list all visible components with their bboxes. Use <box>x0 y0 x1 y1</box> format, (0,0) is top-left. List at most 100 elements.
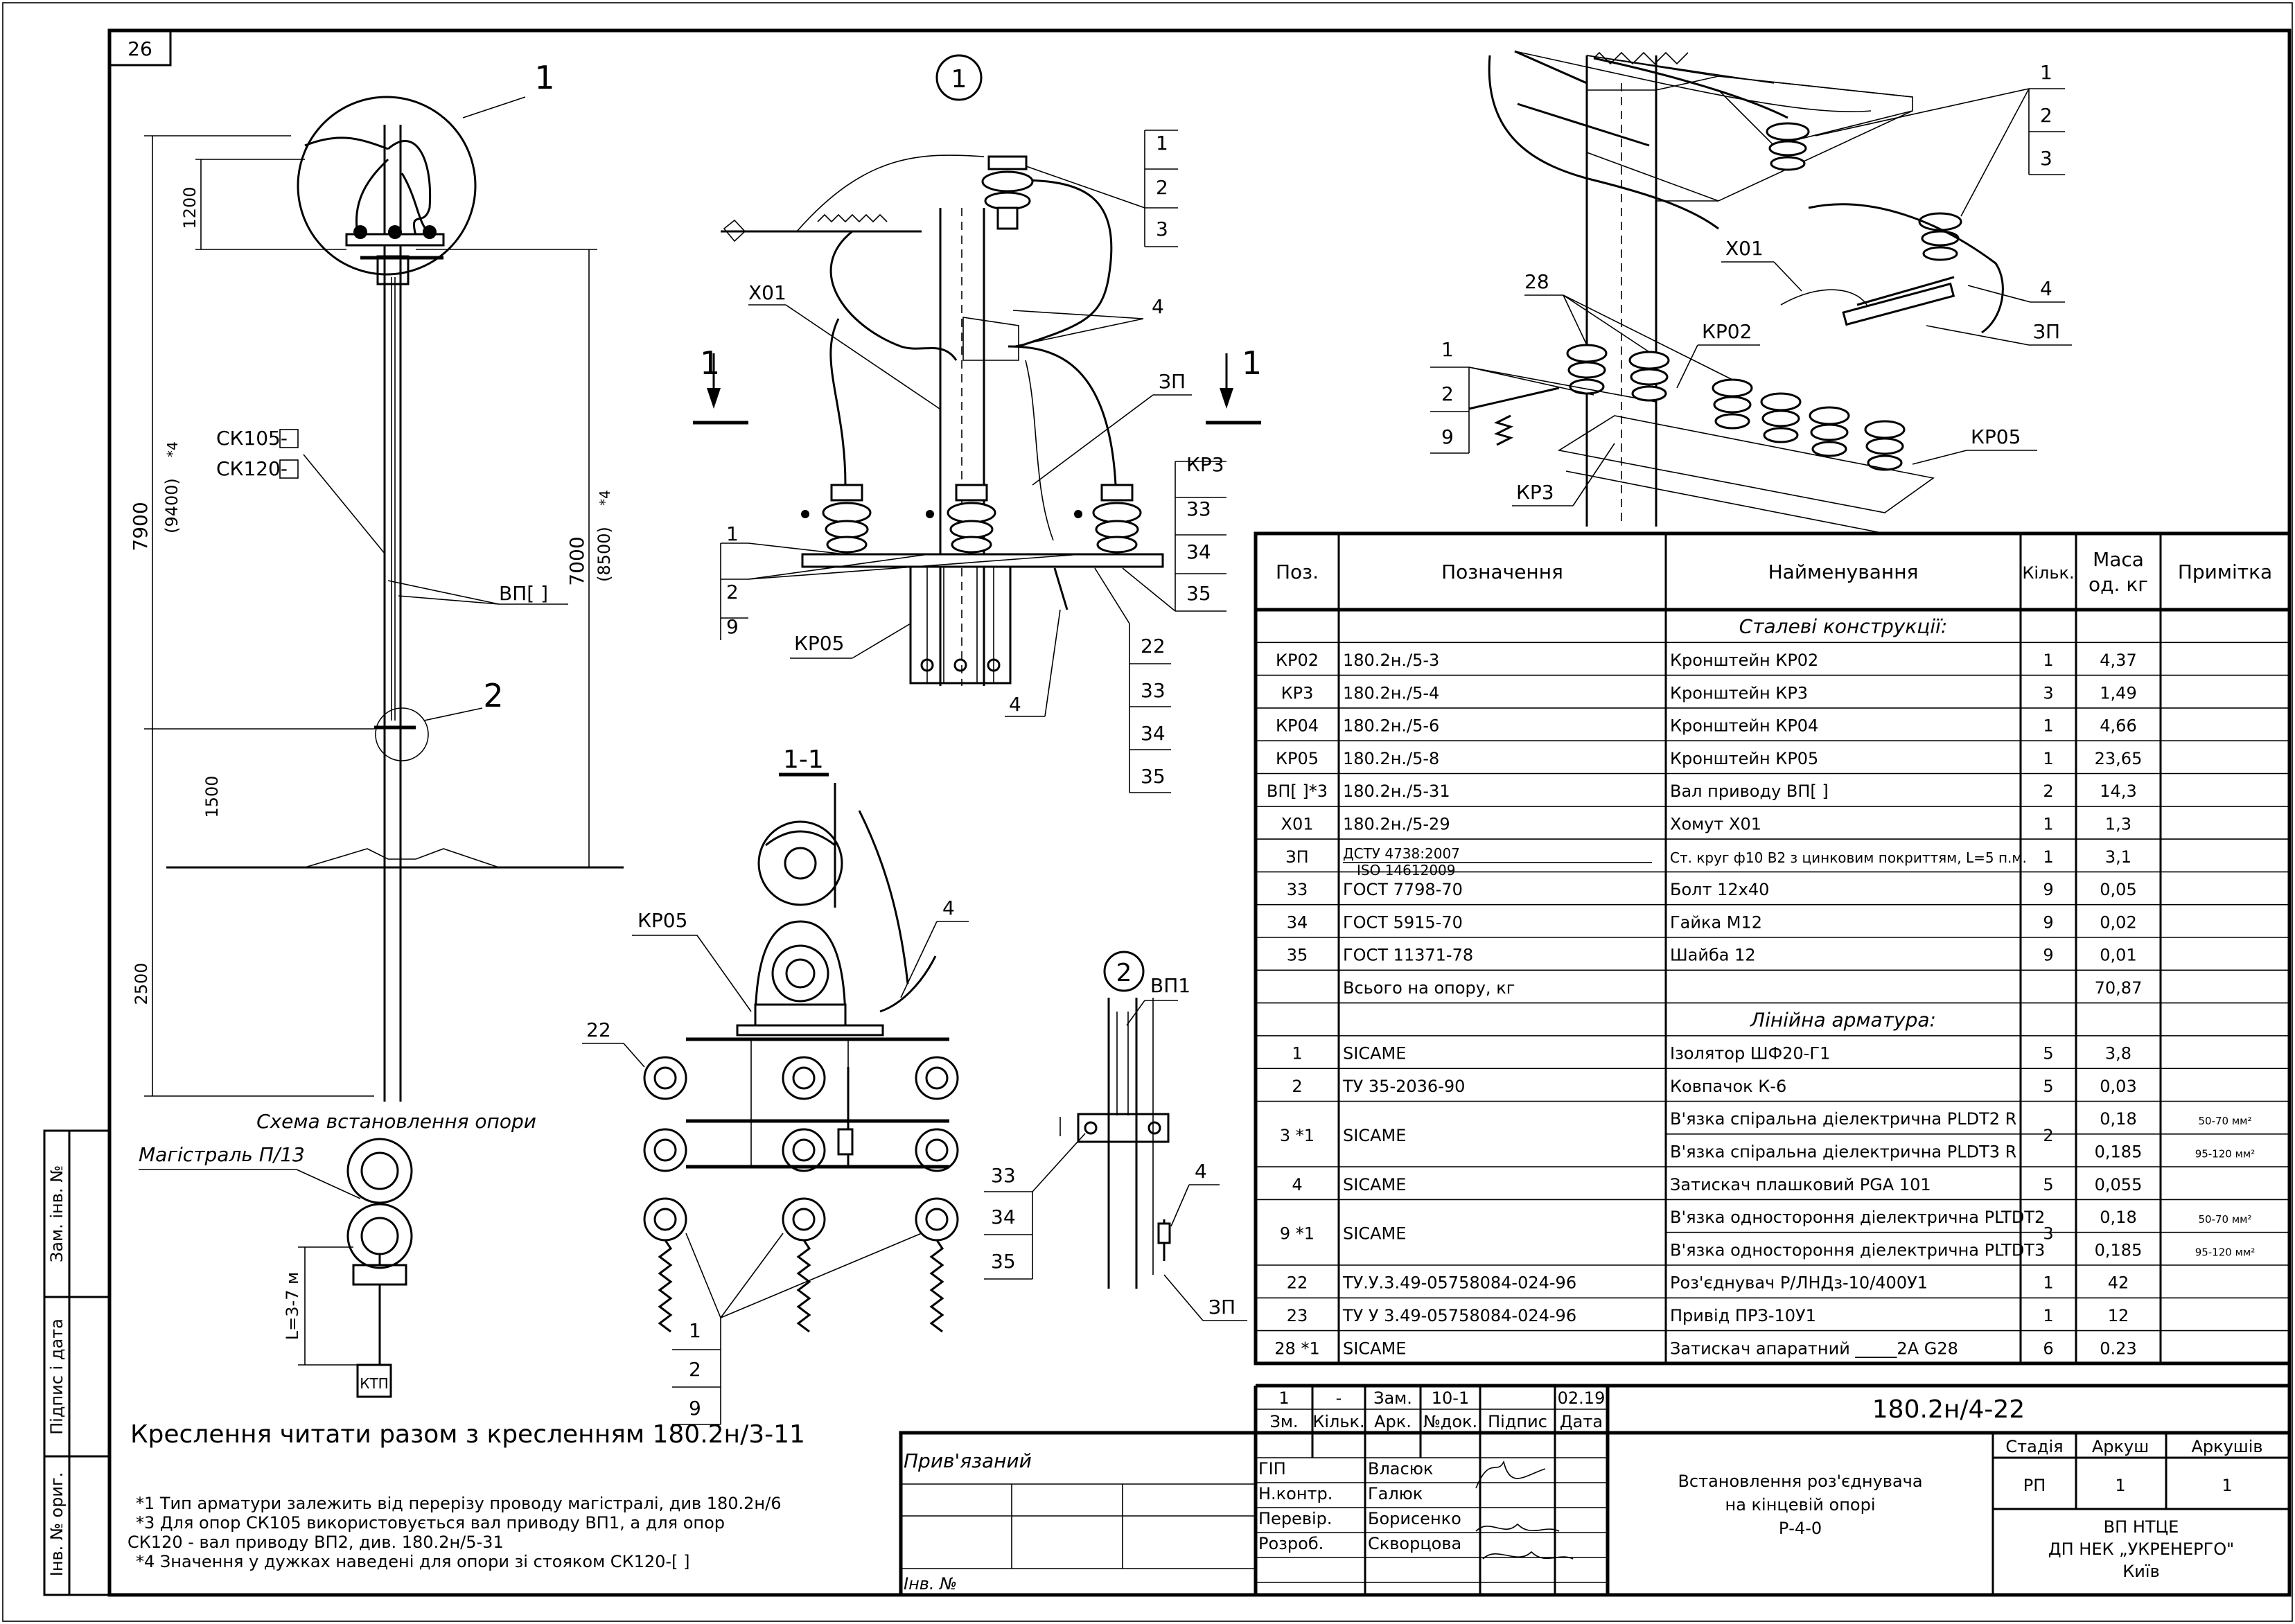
iso-label-m2: 2 <box>1441 382 1454 405</box>
spec-designation: SICAME <box>1343 1126 1406 1145</box>
spec-name: В'язка спіральна діелектрична PLDT2 R <box>1670 1109 2016 1129</box>
person-name: Власюк <box>1368 1459 1433 1479</box>
spec-section-title: Сталеві конструкції: <box>1739 615 1948 638</box>
spec-designation: ГОСТ 5915-70 <box>1343 912 1463 932</box>
v2-label-33: 33 <box>991 1164 1016 1187</box>
spec-mass: 23,65 <box>2095 749 2143 768</box>
spec-name: В'язка спіральна діелектрична PLDT3 R <box>1670 1142 2016 1161</box>
spec-pos: ВП[ ]*3 <box>1267 782 1328 801</box>
spec-mass: 3,8 <box>2105 1044 2131 1063</box>
drawing-frame <box>107 28 2292 1597</box>
spec-qty: 3 <box>2043 683 2053 703</box>
spec-qty: 9 <box>2043 912 2053 932</box>
view1-leaders: 1 2 3 4 Х01 ЗП 1 2 9 КР3 33 34 35 КР05 <box>720 130 1226 793</box>
inv-no-label: Інв. № <box>904 1574 957 1594</box>
sec-label-kr05: КР05 <box>638 909 687 932</box>
v2-label-35: 35 <box>991 1250 1016 1273</box>
callout-2: 2 <box>483 677 503 714</box>
spec-pos: 1 <box>1292 1044 1302 1063</box>
person-name: Галюк <box>1368 1484 1423 1503</box>
person-name: Борисенко <box>1368 1509 1461 1528</box>
spec-mass: 12 <box>2108 1306 2129 1325</box>
spec-total-label: Всього на опору, кг <box>1343 978 1515 998</box>
v1-label-9: 9 <box>726 615 739 638</box>
revision-header: Арк. <box>1374 1412 1412 1431</box>
spec-mass: 4,37 <box>2100 651 2136 670</box>
dim-1500: 1500 <box>202 775 222 818</box>
note-3b: СК120 - вал приводу ВП2, див. 180.2н/5-3… <box>128 1533 504 1552</box>
mainline-label: Магістраль П/13 <box>139 1143 305 1166</box>
spec-qty: 5 <box>2043 1077 2053 1096</box>
v2-label-zp: ЗП <box>1208 1296 1236 1318</box>
spec-designation: ТУ.У.3.49-05758084-024-96 <box>1342 1273 1576 1293</box>
spec-name: В'язка одностороння діелектрична PLTDT3 <box>1670 1240 2045 1260</box>
iso-label-m1: 1 <box>1441 338 1454 361</box>
v1-label-33b: 33 <box>1141 679 1166 702</box>
spec-qty: 1 <box>2043 1273 2053 1293</box>
sec-label-4: 4 <box>942 897 955 919</box>
v1-label-x01: Х01 <box>748 281 786 304</box>
spec-qty: 1 <box>2043 814 2053 833</box>
spec-pos: 35 <box>1287 946 1308 965</box>
spec-mass: 1,49 <box>2100 683 2136 703</box>
view-2: 2 ВП1 4 ЗП 33 34 35 <box>984 951 1247 1321</box>
v2-label-4: 4 <box>1195 1160 1207 1183</box>
v1-label-4: 4 <box>1152 295 1164 318</box>
iso-top-insulator <box>1766 122 1810 171</box>
spec-header-note: Примітка <box>2178 561 2272 583</box>
revision-value: 10-1 <box>1432 1388 1469 1408</box>
spec-mass: 42 <box>2108 1273 2129 1293</box>
v1-label-34b: 34 <box>1141 722 1166 745</box>
spec-name: Кронштейн КР3 <box>1670 683 1808 703</box>
title-line-1: Встановлення роз'єднувача <box>1678 1472 1922 1491</box>
org-line-1: ВП НТЦЕ <box>2104 1517 2179 1537</box>
spec-name: Затискач плашковий PGA 101 <box>1670 1175 1931 1194</box>
v1-label-3: 3 <box>1156 218 1168 240</box>
revision-header: Зм. <box>1269 1412 1298 1431</box>
spec-designation: 180.2н./5-6 <box>1343 716 1439 736</box>
spec-designation: 180.2н./5-8 <box>1343 749 1439 768</box>
org-line-2: ДП НЕК „УКРЕНЕРГО" <box>2048 1539 2234 1559</box>
spec-pos: 23 <box>1287 1306 1308 1325</box>
sec-insulator-col-left <box>643 1056 687 1333</box>
ktp-label: КТП <box>360 1375 388 1392</box>
sheets-header: Аркушів <box>2191 1437 2262 1456</box>
spec-mass: 0,01 <box>2100 946 2136 965</box>
spec-name: Ізолятор ШФ20-Г1 <box>1670 1044 1830 1063</box>
spec-designation: 180.2н./5-3 <box>1343 651 1439 670</box>
view-1: 1 <box>693 54 1262 793</box>
spec-designation: SICAME <box>1343 1339 1406 1358</box>
spec-pos: 34 <box>1287 912 1308 932</box>
insulator-left <box>822 484 872 554</box>
side-stamp: Зам. інв. № Підпис і дата Інв. № ориг. <box>43 1129 111 1596</box>
spec-mass: 14,3 <box>2100 782 2136 801</box>
title-line-2: на кінцевій опорі <box>1725 1495 1876 1515</box>
spec-qty: 9 <box>2043 946 2053 965</box>
spec-pos: 33 <box>1287 880 1308 899</box>
revision-header: Кільк. <box>1312 1412 1364 1431</box>
dim-8500: (8500) <box>595 527 614 582</box>
privyazaniy-label: Прив'язаний <box>904 1449 1032 1472</box>
spec-mass: 4,66 <box>2100 716 2136 736</box>
spec-mass: 0.23 <box>2100 1339 2136 1358</box>
v1-label-4b: 4 <box>1009 693 1021 716</box>
label-vp: ВП[ ] <box>499 582 548 605</box>
person-role: Н.контр. <box>1258 1484 1333 1503</box>
stamp-zam-inv: Зам. інв. № <box>47 1165 67 1262</box>
dim-2500: 2500 <box>132 962 151 1005</box>
spec-qty: 1 <box>2043 716 2053 736</box>
spec-name: Вал приводу ВП[ ] <box>1670 782 1829 801</box>
v1-label-35b: 35 <box>1141 765 1166 788</box>
spec-name: Кронштейн КР04 <box>1670 716 1818 736</box>
signature-gip <box>1475 1460 1546 1489</box>
spec-note: 50-70 мм² <box>2199 1115 2252 1127</box>
spec-pos: 9 *1 <box>1280 1224 1314 1244</box>
v1-label-2: 2 <box>1156 176 1168 199</box>
spec-header-mass-2: од. кг <box>2089 573 2148 596</box>
spec-designation: ГОСТ 7798-70 <box>1343 880 1463 899</box>
revision-header: Підпис <box>1488 1412 1547 1431</box>
revision-value: - <box>1336 1388 1342 1408</box>
iso-label-4: 4 <box>2040 277 2052 300</box>
spec-designation: ТУ 35-2036-90 <box>1342 1077 1465 1096</box>
